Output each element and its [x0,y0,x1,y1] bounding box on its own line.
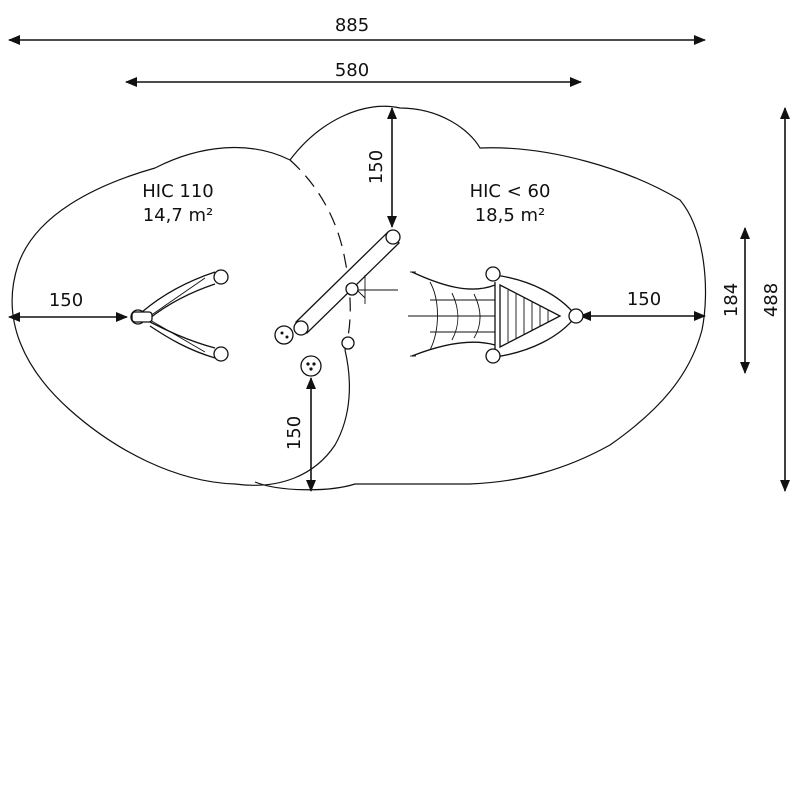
total-depth-label: 488 [761,283,782,317]
inner-width-label: 580 [335,60,369,81]
equipment-depth-label: 184 [721,283,742,317]
seesaw-icon [274,229,401,350]
zone-labels: HIC 110 14,7 m² HIC < 60 18,5 m² [142,181,550,226]
top-clearance-label: 150 [366,150,387,184]
ship-slide-icon [485,266,584,364]
left-zone-area: 14,7 m² [143,205,214,226]
bottom-clearance-label: 150 [284,416,305,450]
left-safety-zone [11,146,350,486]
right-safety-zone [254,105,707,491]
safety-zone-outline [11,105,707,491]
net-bridge-icon [408,271,496,357]
swing-seat-icon [130,269,229,362]
right-zone-area: 18,5 m² [475,205,546,226]
right-clearance-label: 150 [627,289,661,310]
left-zone-hic: HIC 110 [142,181,214,202]
left-clearance-label: 150 [49,290,83,311]
right-zone-hic: HIC < 60 [470,181,551,202]
dimension-lines: 885 580 150 150 150 150 184 488 [8,15,790,492]
zone-overlap-dashed-line [289,159,351,351]
spring-rider-icon [300,355,322,377]
total-width-label: 885 [335,15,369,36]
